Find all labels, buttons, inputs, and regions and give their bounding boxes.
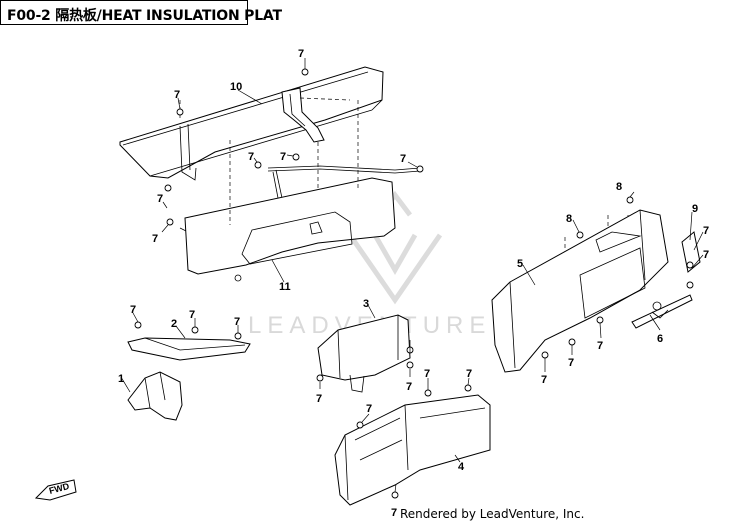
bolt-icon <box>626 196 634 204</box>
bolt-icon <box>191 326 199 334</box>
callout-3: 3 <box>363 298 369 310</box>
callout-10: 10 <box>230 81 242 93</box>
callout-8: 8 <box>616 181 622 193</box>
bolt-icon <box>316 374 324 382</box>
callout-7: 7 <box>298 48 304 60</box>
bolt-icon <box>164 184 172 192</box>
bolt-icon <box>301 68 309 76</box>
bolt-icon <box>541 351 549 359</box>
bolt-icon <box>416 165 424 173</box>
callout-9: 9 <box>692 203 698 215</box>
bolt-icon <box>686 261 694 269</box>
callout-7: 7 <box>316 393 322 405</box>
part-5-long-shield <box>491 209 669 373</box>
callout-7: 7 <box>248 151 254 163</box>
callout-7: 7 <box>234 316 240 328</box>
bolt-icon <box>406 361 414 369</box>
callout-4: 4 <box>458 461 465 473</box>
title-box: F00-2 隔热板/HEAT INSULATION PLAT <box>0 0 282 25</box>
callout-7: 7 <box>703 225 709 237</box>
callout-2: 2 <box>171 318 177 330</box>
part-4-lower-shield <box>334 394 491 506</box>
bolt-icon <box>391 491 399 499</box>
bolt-icon <box>686 281 694 289</box>
callout-7: 7 <box>703 249 709 261</box>
callout-7: 7 <box>568 357 574 369</box>
part-2-small-plate <box>127 337 251 361</box>
bolt-icon <box>292 153 300 161</box>
bolt-icon <box>576 231 584 239</box>
callout-7: 7 <box>130 304 136 316</box>
callout-8: 8 <box>566 213 572 225</box>
callout-7: 7 <box>152 233 158 245</box>
callout-5: 5 <box>517 258 523 270</box>
callout-1: 1 <box>118 373 124 385</box>
forward-indicator: FWD <box>34 479 77 501</box>
callout-11: 11 <box>279 281 291 293</box>
callout-7: 7 <box>406 381 412 393</box>
callout-7: 7 <box>391 507 397 519</box>
part-10-upper-shield <box>119 66 384 181</box>
callout-7: 7 <box>400 153 406 165</box>
callout-7: 7 <box>189 309 195 321</box>
leader-lines <box>120 58 704 493</box>
callout-7: 7 <box>424 368 430 380</box>
bolt-icon <box>568 338 576 346</box>
bolt-icon <box>176 108 184 116</box>
part-11-center-plate <box>184 177 396 282</box>
callout-7: 7 <box>466 368 472 380</box>
bolt-icon <box>254 161 262 169</box>
bolt-icon <box>234 332 242 340</box>
callouts: 1 2 3 4 5 6 8 8 9 10 11 7 7 7 7 7 7 7 7 … <box>118 48 709 519</box>
bolt-icon <box>356 421 364 429</box>
part-1-bracket-shield <box>127 371 183 421</box>
callout-6: 6 <box>657 333 663 345</box>
callout-7: 7 <box>280 151 286 163</box>
bolt-icon <box>424 389 432 397</box>
bolt-icon <box>596 316 604 324</box>
render-credit: Rendered by LeadVenture, Inc. <box>400 507 585 521</box>
bolt-icon <box>166 218 174 226</box>
callout-7: 7 <box>597 340 603 352</box>
callout-7: 7 <box>366 403 372 415</box>
callout-7: 7 <box>174 89 180 101</box>
callout-7: 7 <box>157 193 163 205</box>
bolt-icon <box>134 321 142 329</box>
part-6-bracket-plate <box>631 294 693 329</box>
page-title: F00-2 隔热板/HEAT INSULATION PLAT <box>7 8 282 24</box>
bolt-icon <box>464 384 472 392</box>
part-3-side-shield <box>317 314 411 393</box>
callout-7: 7 <box>541 374 547 386</box>
